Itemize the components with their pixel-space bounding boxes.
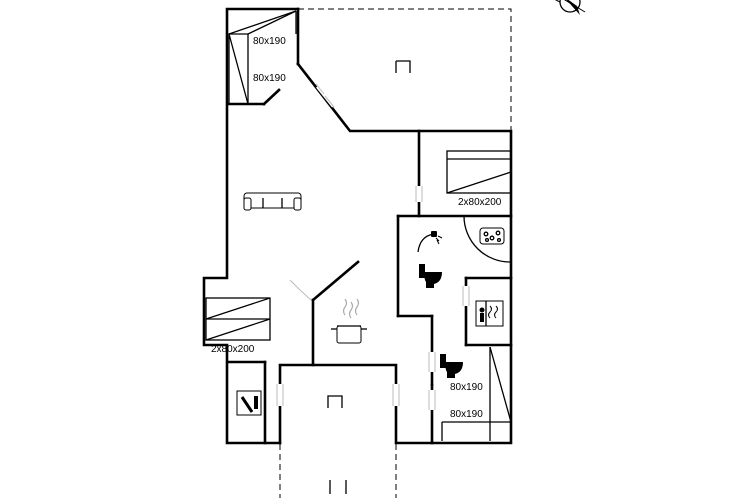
bed-label-bottom-1: 80x190 — [450, 382, 483, 393]
cooking-pot-icon — [331, 298, 367, 344]
compass-icon — [554, 0, 586, 15]
bed-right — [446, 150, 512, 194]
bed-left — [205, 297, 271, 341]
bed-label-top-2: 80x190 — [253, 73, 286, 84]
bed-label-bottom-2: 80x190 — [450, 409, 483, 420]
exterior-walls — [202, 7, 513, 445]
door-openings — [276, 83, 470, 410]
toilet-icon — [440, 354, 463, 378]
toilet-icon — [419, 264, 442, 288]
terrace-bottom — [279, 444, 397, 498]
porch-entrance — [327, 395, 343, 408]
shower-icon — [417, 231, 443, 253]
bed-bottom — [441, 346, 512, 441]
whirlpool-icon — [463, 215, 512, 263]
sofa-icon — [243, 192, 302, 211]
terrace-top — [298, 8, 512, 131]
bed-label-top-1: 80x190 — [253, 36, 286, 47]
bed-label-left: 2x80x200 — [211, 344, 255, 355]
bed-top — [228, 10, 297, 105]
washing-machine-icon — [236, 390, 262, 416]
sauna-icon — [475, 300, 504, 327]
bed-label-right: 2x80x200 — [458, 197, 502, 208]
